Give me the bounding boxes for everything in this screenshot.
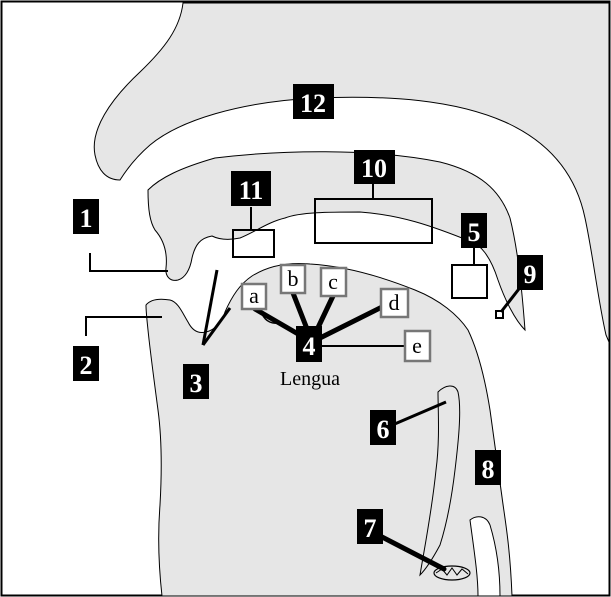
label-7-text: 7: [364, 514, 377, 543]
letter-a: a: [240, 282, 268, 311]
label-6: 6: [370, 410, 396, 445]
region-box-9: [495, 310, 504, 319]
letter-a-text: a: [249, 283, 259, 308]
label-9: 9: [517, 255, 543, 290]
label-11-text: 11: [239, 176, 264, 205]
pointer-2: [85, 316, 162, 336]
tongue-tip-mark: [261, 313, 281, 324]
label-8: 8: [475, 450, 501, 485]
label-4: 4: [296, 326, 322, 362]
epiglottis: [419, 385, 461, 577]
skull-shape: [93, 2, 610, 343]
label-6-text: 6: [377, 415, 390, 444]
letter-b: b: [279, 263, 307, 295]
pointer-4d: [317, 303, 387, 341]
letter-e: e: [403, 329, 432, 363]
label-2: 2: [73, 346, 99, 381]
pointer-1: [89, 253, 168, 272]
label-1: 1: [73, 199, 99, 234]
label-7: 7: [357, 509, 383, 544]
label-12-text: 12: [300, 89, 326, 118]
label-10-text: 10: [361, 154, 387, 183]
label-10: 10: [354, 150, 395, 184]
region-box-11: [232, 229, 275, 258]
label-5-text: 5: [468, 218, 481, 247]
label-4-text: 4: [303, 332, 316, 361]
region-box-5: [451, 264, 488, 299]
label-12: 12: [293, 84, 334, 119]
label-3-text: 3: [190, 369, 203, 398]
pointer-7: [379, 534, 447, 572]
label-2-text: 2: [80, 351, 93, 380]
letter-d: d: [379, 287, 410, 319]
pointer-3a: [201, 269, 219, 346]
label-11: 11: [231, 171, 271, 206]
tongue-label: Lengua: [280, 368, 340, 390]
label-3: 3: [183, 364, 209, 399]
letter-e-text: e: [412, 333, 422, 358]
letter-c-text: c: [328, 269, 338, 294]
letter-b-text: b: [288, 266, 299, 291]
pointer-6: [389, 400, 447, 428]
label-8-text: 8: [482, 455, 495, 484]
pointer-3b: [201, 307, 232, 346]
larynx-cavity: [469, 516, 501, 597]
label-5: 5: [461, 213, 487, 248]
label-9-text: 9: [524, 260, 537, 289]
label-1-text: 1: [80, 204, 93, 233]
letter-d-text: d: [389, 290, 400, 315]
letter-c: c: [319, 266, 348, 298]
